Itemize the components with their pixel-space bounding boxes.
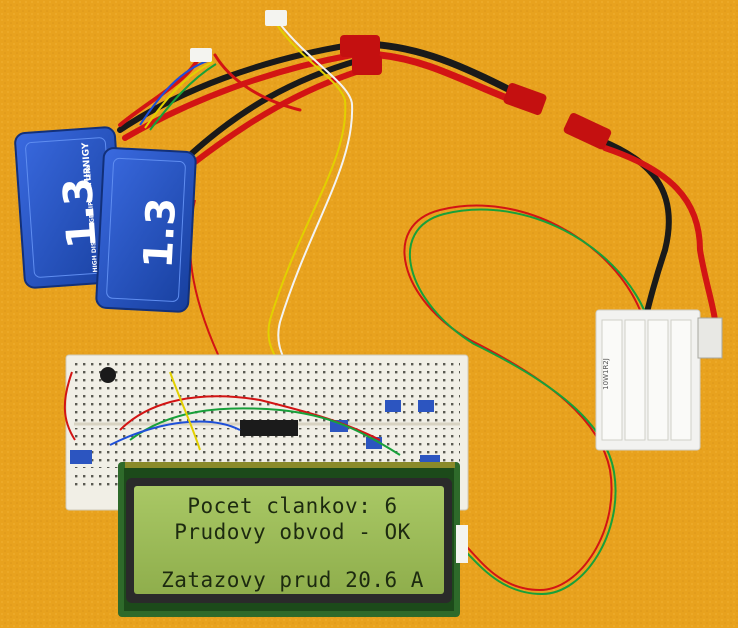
lipo-battery-left: [14, 126, 126, 289]
trimmer: [330, 420, 348, 432]
lcd-line-1: Pocet clankov: 6: [187, 494, 398, 518]
power-wires: [117, 41, 718, 323]
resistor-label: 10W1R2J: [601, 358, 610, 390]
lipo-battery-right: [95, 147, 197, 313]
deans-connectors: [340, 35, 612, 150]
battery-capacity-left: 1.3: [55, 176, 106, 250]
ic-chip: [240, 420, 298, 436]
lcd-line-4: Zatazovy prud 20.6 A: [161, 568, 424, 592]
battery-capacity-right: 1.3: [135, 196, 186, 270]
lcd-screen: [134, 486, 444, 594]
capacitor: [100, 367, 116, 383]
lcd-module: [118, 462, 468, 617]
transistor: [697, 317, 723, 359]
load-resistors: [595, 309, 723, 451]
lcd-line-2: Prudovy obvod - OK: [174, 520, 411, 544]
